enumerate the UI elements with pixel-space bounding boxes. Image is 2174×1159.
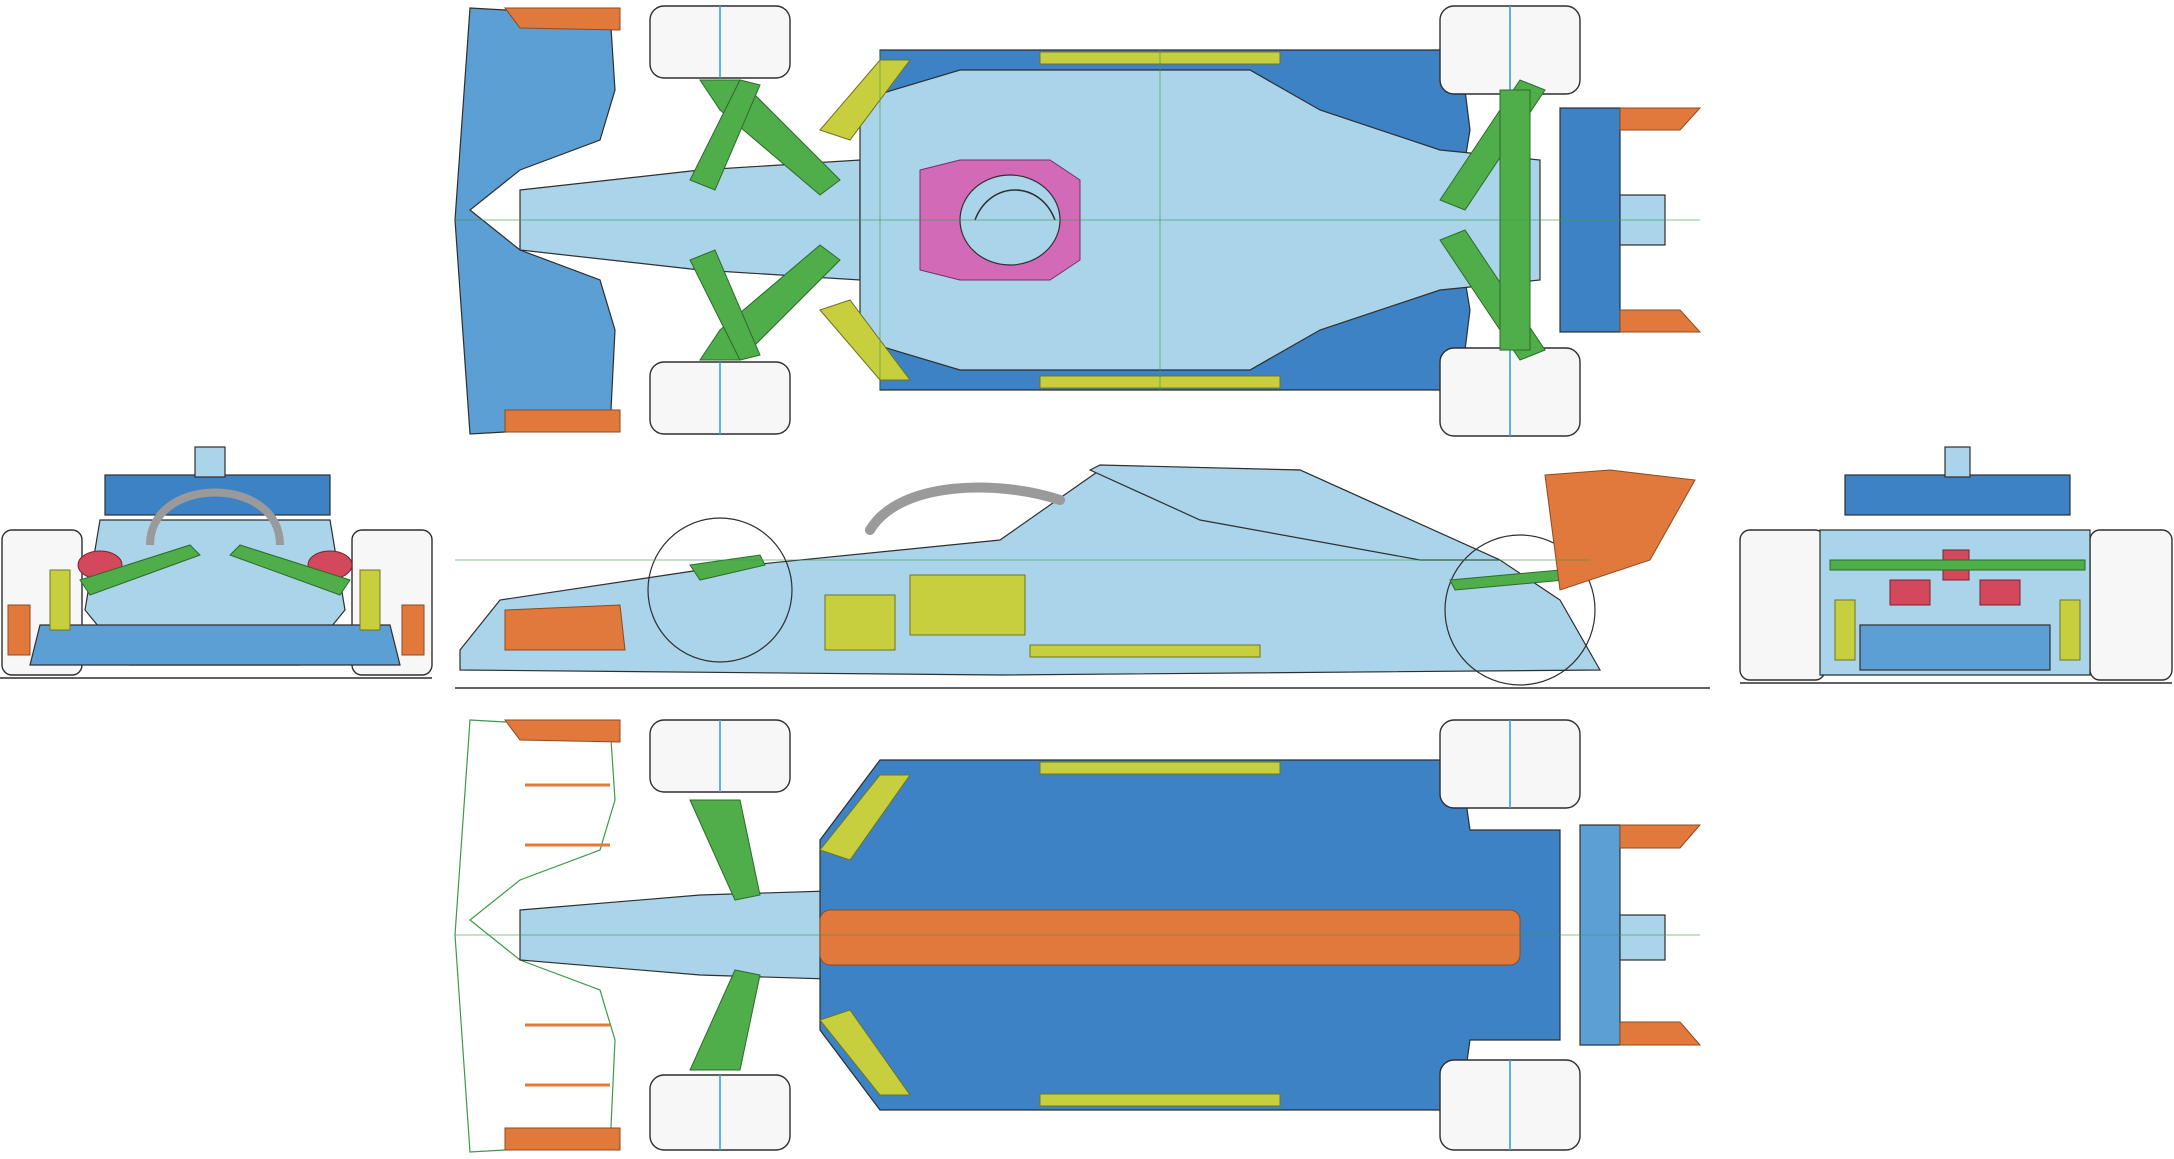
rear-view-left-tyre [1739, 529, 1826, 681]
rear-view [1739, 446, 2173, 684]
front-view [0, 446, 433, 679]
side-view-rear-wing [1544, 469, 1696, 591]
bottom-view [454, 719, 1702, 1153]
rear-wing-endplate-top [1619, 107, 1702, 131]
side-view-front-wing [504, 604, 626, 651]
side-view-sidepod-yellow [909, 574, 1026, 636]
side-view [455, 464, 1710, 689]
rear-view-rear-wing [1844, 474, 2071, 516]
bargeboard-bottom [819, 299, 911, 381]
side-view-rear-tyre [1444, 534, 1596, 686]
bargeboard-top [819, 59, 911, 141]
front-wing-endplate-top [504, 7, 621, 31]
bottom-plank [819, 909, 1521, 966]
side-view-halo [865, 482, 1065, 535]
front-view-front-wing [29, 624, 401, 666]
side-view-front-tyre [647, 517, 793, 663]
top-view [454, 5, 1702, 437]
side-view-floor [459, 469, 1602, 676]
rear-view-diffuser [1859, 624, 2051, 671]
front-wing-endplate-bottom [504, 409, 621, 433]
rear-view-right-tyre [2089, 529, 2173, 681]
rear-wing-endplate-bottom [1619, 309, 1702, 333]
